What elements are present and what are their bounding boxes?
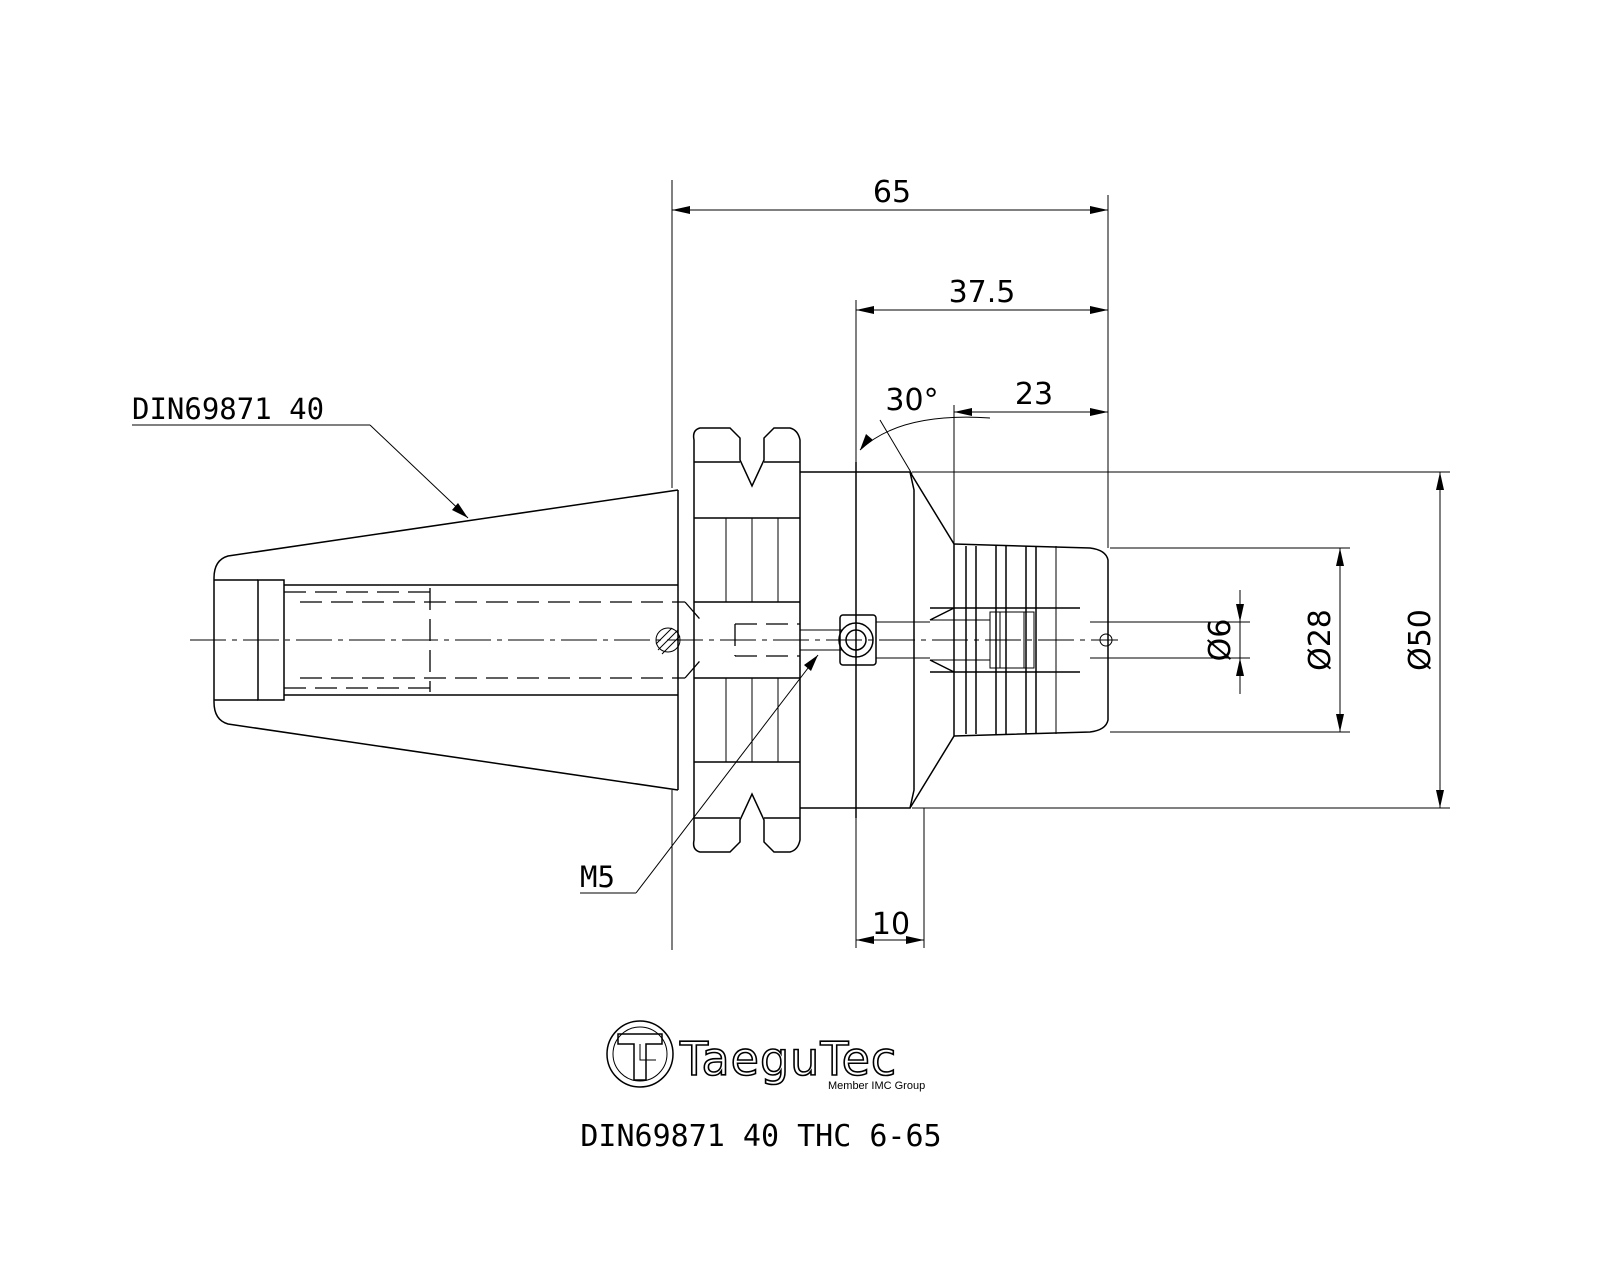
dim-diameter-28: Ø28: [1303, 609, 1338, 671]
dim-flange-offset: 10: [872, 907, 910, 942]
leader-lines: [132, 424, 819, 894]
taegutec-emblem-icon: [606, 1020, 674, 1088]
dim-overall-length: 65: [873, 175, 911, 210]
taper-shank: [213, 489, 706, 791]
taegutec-logo: TaeguTec Member IMC Group: [606, 1020, 925, 1092]
logo-brand: TaeguTec: [679, 1032, 897, 1086]
shrink-nose: [953, 543, 1113, 737]
dimension-lines: [671, 180, 1450, 950]
dim-diameter-50: Ø50: [1403, 609, 1438, 671]
dim-angle: 30°: [885, 383, 938, 418]
dim-diameter-6: Ø6: [1203, 619, 1238, 662]
drawing-title: DIN69871 40 THC 6-65: [580, 1119, 941, 1154]
dim-length-37-5: 37.5: [949, 275, 1016, 310]
v-flange: [692, 427, 842, 853]
thread-label: M5: [580, 860, 615, 894]
part-label: DIN69871 40: [132, 392, 324, 426]
dim-length-23: 23: [1015, 377, 1053, 412]
logo-tagline: Member IMC Group: [828, 1080, 925, 1092]
